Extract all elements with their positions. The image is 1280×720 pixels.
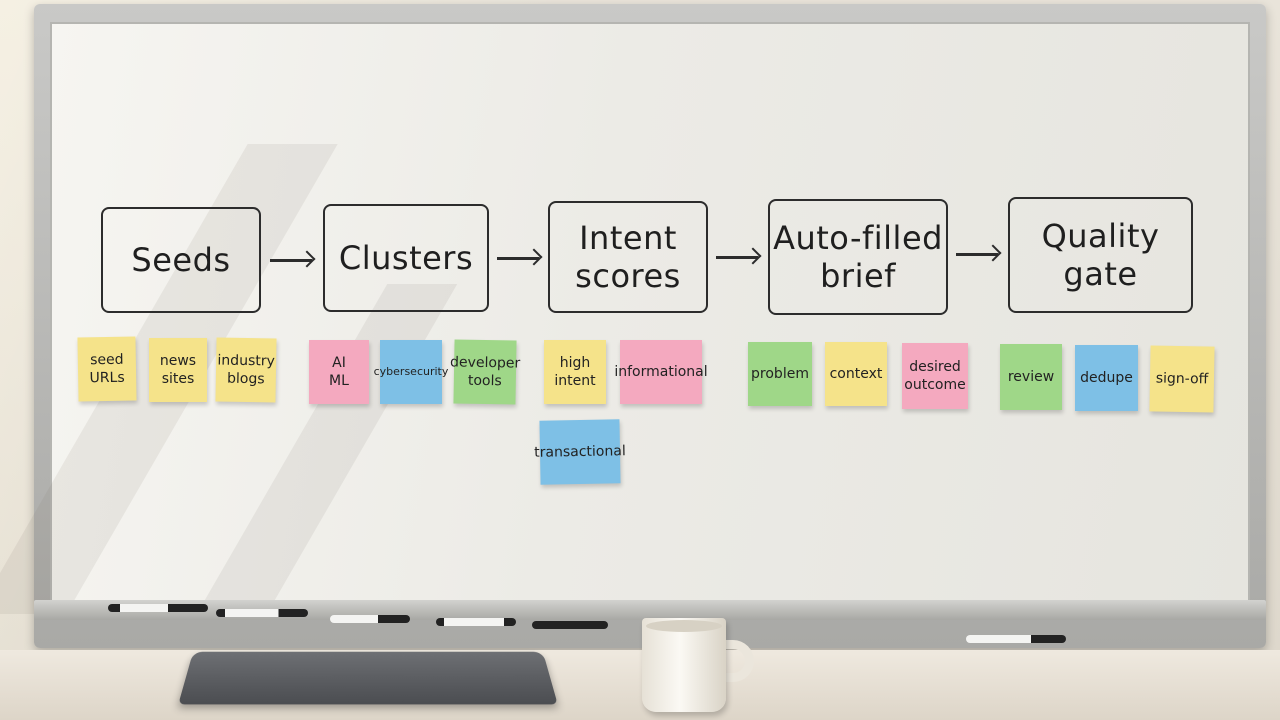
sticky-note: developer tools xyxy=(450,339,520,405)
stage-quality-gate-label: Quality gate xyxy=(1041,217,1160,293)
sticky-note-text: seed URLs xyxy=(89,351,125,387)
sticky-note: dedupe xyxy=(1075,345,1138,411)
sticky-note-text: problem xyxy=(751,366,809,382)
marker-icon xyxy=(216,609,308,617)
laptop-icon xyxy=(178,651,558,705)
sticky-note: seed URLs xyxy=(77,336,137,402)
stage-seeds-label: Seeds xyxy=(131,241,231,279)
sticky-note-text: dedupe xyxy=(1080,370,1133,386)
marker-icon xyxy=(532,621,608,629)
stage-intent-scores: Intent scores xyxy=(548,201,708,313)
sticky-note-text: high intent xyxy=(554,355,596,389)
sticky-note-text: sign-off xyxy=(1155,370,1209,388)
coffee-mug-icon xyxy=(642,618,726,712)
stage-clusters-label: Clusters xyxy=(338,239,474,277)
sticky-note: high intent xyxy=(544,340,606,404)
stage-seeds: Seeds xyxy=(101,207,261,313)
sticky-note-text: news sites xyxy=(159,353,197,387)
stage-quality-gate: Quality gate xyxy=(1008,197,1193,313)
sticky-note-text: transactional xyxy=(534,443,626,461)
sticky-note: context xyxy=(825,342,887,406)
arrow-right-icon xyxy=(716,256,758,259)
sticky-note-text: AI ML xyxy=(329,355,349,389)
stage-auto-filled-brief: Auto-filled brief xyxy=(768,199,948,315)
stage-clusters: Clusters xyxy=(323,204,489,312)
arrow-right-icon xyxy=(956,253,998,256)
marker-icon xyxy=(108,604,208,612)
marker-icon xyxy=(966,635,1066,643)
sticky-note: review xyxy=(1000,344,1062,410)
marker-icon xyxy=(436,618,516,626)
stage-auto-filled-brief-label: Auto-filled brief xyxy=(773,219,943,295)
marker-icon xyxy=(330,615,410,623)
sticky-note-text: developer tools xyxy=(449,354,521,390)
sticky-note: desired outcome xyxy=(902,343,968,409)
sticky-note: news sites xyxy=(149,338,207,402)
mug-handle xyxy=(716,640,754,682)
arrow-right-icon xyxy=(270,259,312,262)
stage-intent-scores-label: Intent scores xyxy=(575,219,681,295)
sticky-note-text: industry blogs xyxy=(217,352,275,388)
whiteboard xyxy=(0,22,1250,618)
sticky-note: problem xyxy=(748,342,812,406)
sticky-note: transactional xyxy=(534,419,626,485)
sticky-note: industry blogs xyxy=(215,337,277,403)
window-shadow xyxy=(196,284,458,614)
sticky-note: AI ML xyxy=(309,340,369,404)
sticky-note: informational xyxy=(614,340,708,404)
arrow-right-icon xyxy=(497,257,539,260)
sticky-note: sign-off xyxy=(1149,345,1215,413)
sticky-note: cybersecurity xyxy=(374,340,448,404)
sticky-note-text: review xyxy=(1007,369,1055,385)
sticky-note-text: desired outcome xyxy=(904,359,966,393)
sticky-note-text: informational xyxy=(614,364,708,380)
sticky-note-text: context xyxy=(829,366,883,382)
sticky-note-text: cybersecurity xyxy=(373,365,449,378)
